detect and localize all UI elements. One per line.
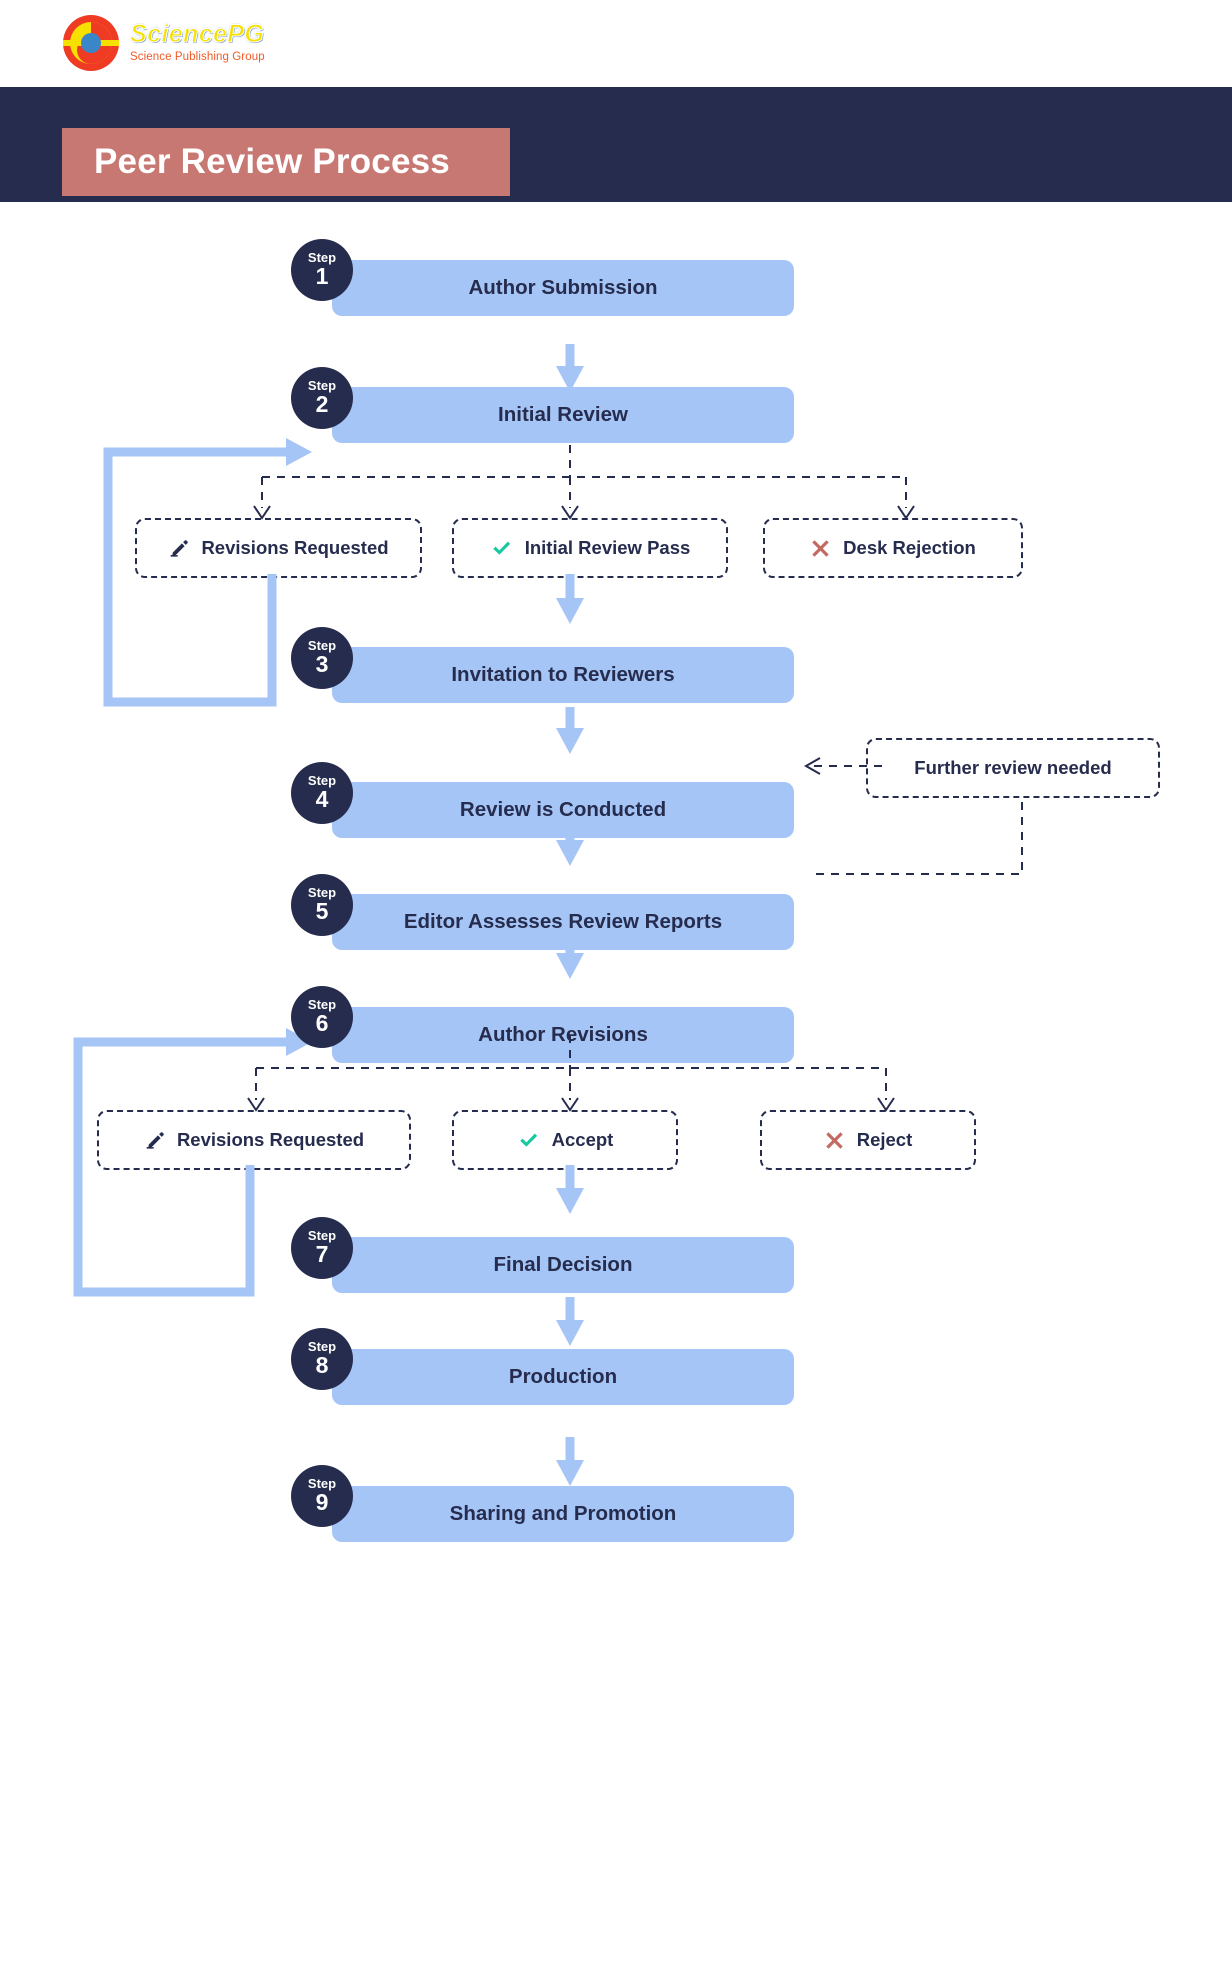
decision-chip-desk-rejection[interactable]: Desk Rejection (763, 518, 1023, 578)
step-label: Sharing and Promotion (449, 1502, 677, 1525)
badge-word: Step (307, 250, 337, 266)
brand-tagline: Science Publishing Group (130, 51, 265, 64)
brand-logo: SciencePG Science Publishing Group (62, 14, 265, 72)
pencil-icon (144, 1130, 165, 1151)
page-title: Peer Review Process (94, 142, 450, 181)
side-note-further-review-needed[interactable]: Further review needed (866, 738, 1160, 798)
chip-label: Further review needed (914, 757, 1112, 778)
step-label: Editor Assesses Review Reports (403, 910, 723, 933)
badge-number: 4 (315, 786, 329, 813)
logo-bar: SciencePG Science Publishing Group (0, 0, 1232, 87)
flowchart-canvas: Step 1 Author Submission Step 2 Initial … (0, 202, 1232, 1986)
step-label: Final Decision (493, 1253, 633, 1276)
step-badge-1: Step 1 (291, 239, 353, 301)
step-badge-5: Step 5 (291, 874, 353, 936)
cross-icon (824, 1130, 845, 1151)
sciencepg-circle-logo (62, 14, 120, 72)
chip-label: Revisions Requested (201, 537, 389, 558)
step-badge-4: Step 4 (291, 762, 353, 824)
step-box-review-is-conducted[interactable]: Review is Conducted (332, 782, 794, 838)
decision-chip-revisions-requested-1[interactable]: Revisions Requested (135, 518, 422, 578)
check-icon (517, 1129, 540, 1152)
badge-word: Step (307, 997, 337, 1013)
step-box-final-decision[interactable]: Final Decision (332, 1237, 794, 1293)
badge-number: 2 (315, 391, 329, 418)
decision-chip-revisions-requested-2[interactable]: Revisions Requested (97, 1110, 411, 1170)
step-badge-7: Step 7 (291, 1217, 353, 1279)
connector-layer (73, 344, 1023, 1486)
badge-word: Step (307, 1339, 337, 1355)
step-label: Author Revisions (478, 1023, 648, 1046)
step-box-author-submission[interactable]: Author Submission (332, 260, 794, 316)
step-box-sharing-and-promotion[interactable]: Sharing and Promotion (332, 1486, 794, 1542)
chip-label: Desk Rejection (843, 537, 976, 558)
step-badge-2: Step 2 (291, 367, 353, 429)
badge-word: Step (307, 1476, 337, 1492)
step-badge-6: Step 6 (291, 986, 353, 1048)
chip-label: Accept (551, 1129, 614, 1150)
chip-label: Initial Review Pass (524, 537, 691, 558)
badge-number: 3 (315, 651, 329, 678)
decision-chip-accept[interactable]: Accept (452, 1110, 678, 1170)
step-box-initial-review[interactable]: Initial Review (332, 387, 794, 443)
step-label: Author Submission (468, 276, 658, 299)
chip-label: Revisions Requested (176, 1129, 365, 1150)
step-box-invitation-to-reviewers[interactable]: Invitation to Reviewers (332, 647, 794, 703)
badge-number: 8 (315, 1352, 329, 1379)
chip-label: Reject (856, 1129, 913, 1150)
badge-word: Step (307, 378, 337, 394)
step-label: Review is Conducted (459, 798, 667, 821)
badge-number: 9 (315, 1489, 329, 1516)
badge-word: Step (307, 638, 337, 654)
cross-icon (810, 538, 831, 559)
step-box-author-revisions[interactable]: Author Revisions (332, 1007, 794, 1063)
step-badge-9: Step 9 (291, 1465, 353, 1527)
check-icon (490, 537, 513, 560)
badge-word: Step (307, 773, 337, 789)
step-label: Production (508, 1365, 618, 1388)
decision-chip-initial-review-pass[interactable]: Initial Review Pass (452, 518, 728, 578)
step-badge-8: Step 8 (291, 1328, 353, 1390)
step-box-production[interactable]: Production (332, 1349, 794, 1405)
badge-word: Step (307, 1228, 337, 1244)
page-title-band: Peer Review Process (62, 128, 510, 196)
decision-chip-reject[interactable]: Reject (760, 1110, 976, 1170)
step-box-editor-assesses-review-reports[interactable]: Editor Assesses Review Reports (332, 894, 794, 950)
brand-name: SciencePG (130, 20, 265, 49)
badge-number: 1 (315, 263, 329, 290)
step-label: Invitation to Reviewers (451, 663, 675, 686)
badge-number: 7 (315, 1241, 329, 1268)
badge-number: 5 (315, 898, 329, 925)
badge-word: Step (307, 885, 337, 901)
step-label: Initial Review (498, 403, 628, 426)
pencil-icon (168, 538, 189, 559)
badge-number: 6 (315, 1010, 329, 1037)
step-badge-3: Step 3 (291, 627, 353, 689)
